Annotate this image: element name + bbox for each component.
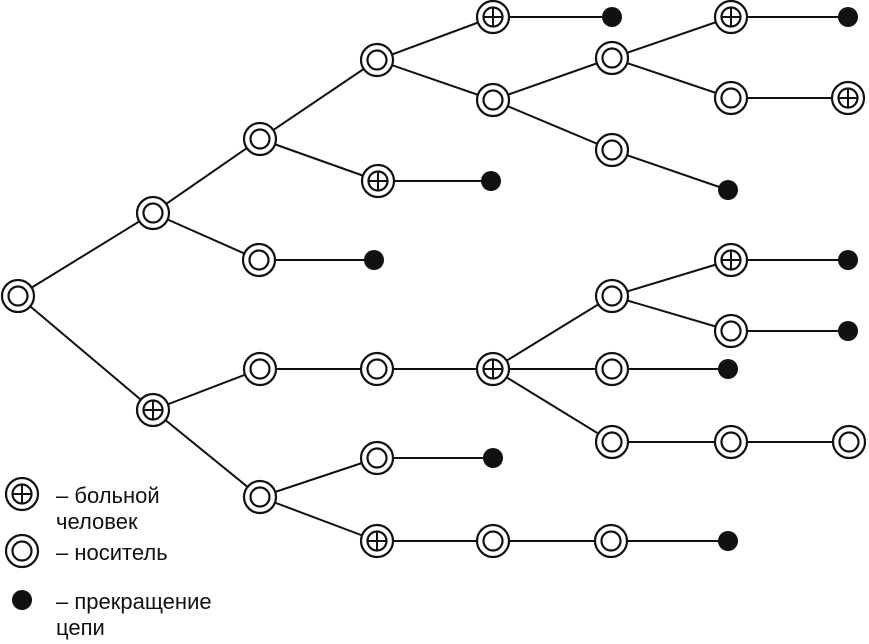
carrier-node: [359, 42, 395, 78]
legend-carrier-icon: [4, 533, 40, 569]
tree-edge: [611, 259, 732, 297]
tree-edge: [611, 16, 732, 59]
carrier-node: [0, 278, 36, 314]
carrier-node: [359, 440, 395, 476]
carrier-node: [713, 313, 749, 349]
chain-stop-node: [718, 531, 738, 551]
tree-edge: [17, 212, 154, 297]
chain-stop-node: [483, 448, 503, 468]
carrier-node: [242, 351, 278, 387]
tree-edge: [492, 295, 613, 370]
carrier-node: [713, 424, 749, 460]
tree-edge: [611, 295, 732, 332]
carrier-node: [241, 242, 277, 278]
tree-edge: [611, 149, 729, 191]
legend-stop-icon: [12, 590, 32, 610]
carrier-node: [593, 523, 629, 559]
sick-person-node: [475, 0, 511, 35]
legend-sick-label: – больной человек: [56, 483, 160, 534]
tree-edge: [259, 457, 378, 498]
sick-person-node: [359, 523, 395, 559]
tree-edge: [492, 57, 613, 101]
carrier-node: [594, 278, 630, 314]
chain-stop-node: [838, 250, 858, 270]
tree-edge: [152, 409, 261, 498]
carrier-node: [713, 80, 749, 116]
carrier-node: [594, 424, 630, 460]
carrier-node: [594, 132, 630, 168]
tree-edge: [492, 99, 613, 151]
tree-nodes: [0, 0, 867, 559]
carrier-node: [831, 424, 867, 460]
sick-person-node: [360, 163, 396, 199]
tree-edge: [259, 59, 378, 140]
sick-person-node: [830, 80, 866, 116]
sick-person-node: [713, 0, 749, 35]
legend-carrier-label: – носитель: [56, 540, 168, 565]
tree-edge: [152, 368, 261, 411]
chain-stop-node: [718, 180, 738, 200]
chain-stop-node: [838, 7, 858, 27]
sick-person-node: [135, 392, 171, 428]
tree-edge: [376, 16, 494, 61]
tree-edge: [152, 138, 261, 214]
carrier-node: [594, 351, 630, 387]
carrier-node: [475, 82, 511, 118]
tree-edge: [259, 496, 378, 542]
chain-stop-node: [838, 321, 858, 341]
tree-edge: [259, 138, 379, 182]
carrier-node: [594, 40, 630, 76]
carrier-node: [135, 195, 171, 231]
carrier-node: [359, 351, 395, 387]
legend-stop-label: – прекращение цепи: [56, 589, 212, 640]
legend-icons: [4, 476, 40, 610]
chain-stop-node: [364, 250, 384, 270]
tree-edge: [611, 57, 732, 99]
sick-person-node: [713, 242, 749, 278]
chain-stop-node: [481, 171, 501, 191]
chain-stop-node: [602, 7, 622, 27]
carrier-node: [242, 479, 278, 515]
legend-sick-icon: [4, 476, 40, 512]
carrier-node: [242, 121, 278, 157]
tree-edge: [152, 212, 260, 261]
tree-edge: [376, 59, 494, 101]
tree-edges: [17, 16, 849, 542]
tree-edge: [492, 368, 613, 443]
tree-edge: [17, 295, 154, 411]
carrier-node: [475, 523, 511, 559]
sick-person-node: [475, 351, 511, 387]
chain-stop-node: [718, 359, 738, 379]
